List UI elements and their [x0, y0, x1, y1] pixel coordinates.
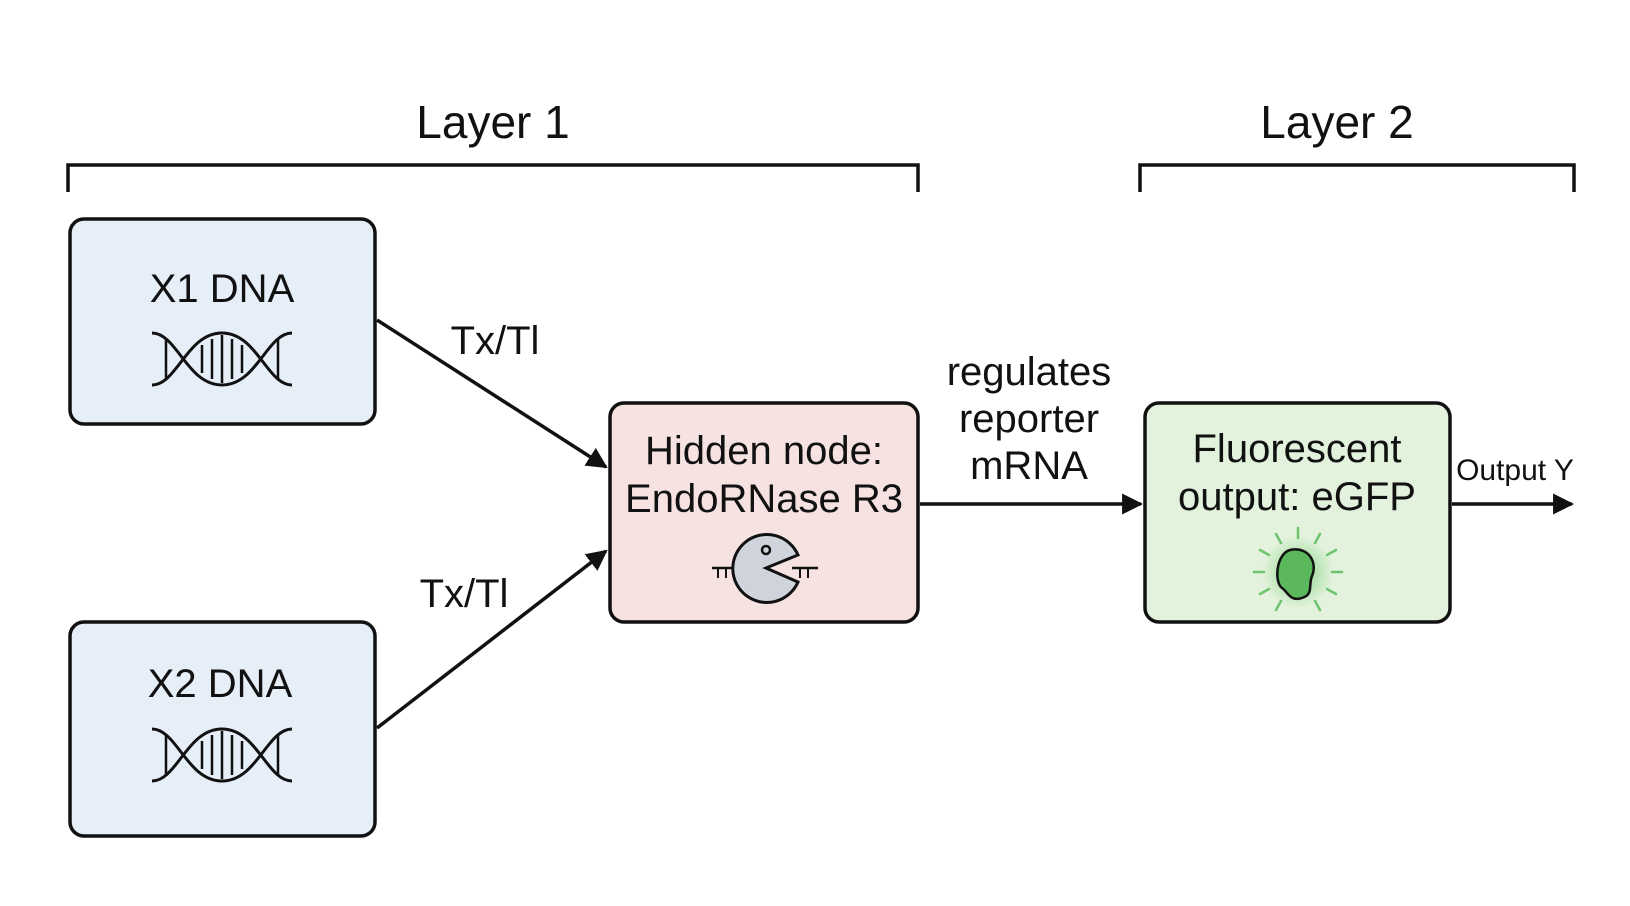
node-output-egfp: Fluorescent output: eGFP — [1143, 401, 1452, 624]
layer-2-group: Layer 2 — [1138, 96, 1576, 192]
node-hidden-box — [608, 401, 920, 624]
edge-output-label: Output Y — [1456, 454, 1574, 487]
node-x1-label: X1 DNA — [150, 267, 295, 311]
edge-x2-to-hidden: Tx/Tl — [375, 549, 608, 730]
dna-icon — [151, 331, 293, 387]
node-output-line1: Fluorescent — [1193, 427, 1402, 471]
edge-output-y: Output Y — [1452, 454, 1575, 515]
layer-1-label: Layer 1 — [416, 96, 569, 148]
node-x1-box — [68, 217, 377, 426]
node-hidden-endornase: Hidden node: EndoRNase R3 — [608, 401, 920, 624]
node-x1-dna: X1 DNA — [68, 217, 377, 426]
edge-mrna-label-line3: mRNA — [970, 444, 1088, 488]
node-output-line2: output: eGFP — [1178, 475, 1416, 519]
dna-icon — [151, 727, 293, 783]
node-x2-label: X2 DNA — [148, 662, 293, 706]
edge-mrna-label-line1: regulates — [947, 350, 1112, 394]
node-hidden-line2: EndoRNase R3 — [625, 477, 903, 521]
layer-1-bracket — [66, 163, 920, 192]
layer-1-group: Layer 1 — [66, 96, 920, 192]
edge-x1-to-hidden: Tx/Tl — [376, 318, 608, 469]
endornase-icon — [712, 533, 818, 604]
edge-x1-label: Tx/Tl — [451, 319, 540, 363]
edge-mrna-label-line2: reporter — [959, 397, 1099, 441]
edge-x2-arrow — [375, 549, 608, 730]
glowing-protein-icon — [1252, 526, 1344, 612]
edge-x1-arrow — [376, 318, 608, 469]
edge-hidden-to-output: regulates reporter mRNA — [920, 350, 1144, 515]
edge-x2-label: Tx/Tl — [420, 572, 509, 616]
node-output-box — [1143, 401, 1452, 624]
layer-2-bracket — [1138, 163, 1576, 192]
node-x2-dna: X2 DNA — [68, 620, 377, 838]
node-hidden-line1: Hidden node: — [645, 429, 883, 473]
layer-2-label: Layer 2 — [1260, 96, 1413, 148]
